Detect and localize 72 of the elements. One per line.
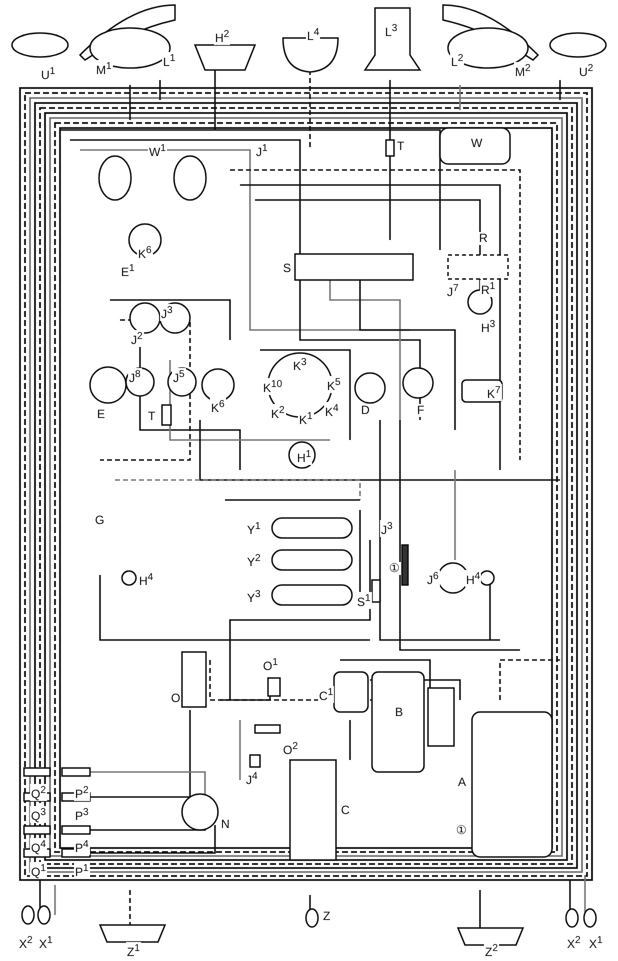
component-label: W: [470, 137, 484, 150]
component-label: X$^{1}$: [38, 934, 54, 951]
component-label: P$^{1}$: [74, 862, 90, 879]
component-label: E$^{1}$: [120, 262, 136, 279]
component-label: Z: [322, 910, 332, 923]
component-label: P$^{4}$: [74, 838, 90, 855]
component-label: H$^{4}$: [138, 571, 154, 588]
component-label: M$^{1}$: [95, 60, 113, 77]
component-label: ①: [455, 824, 468, 837]
component-label: S: [282, 262, 292, 275]
component-label: L$^{4}$: [306, 26, 320, 43]
component-label: Y$^{1}$: [246, 520, 262, 537]
component-label: J$^{5}$: [172, 368, 186, 385]
component-label: T: [147, 410, 156, 423]
component-label: N: [220, 818, 231, 831]
component-label: X$^{2}$: [566, 934, 582, 951]
component-label: K$^{10}$: [262, 378, 284, 395]
component-label: J$^{8}$: [128, 368, 142, 385]
component-label: P$^{3}$: [74, 806, 90, 823]
component-label: K$^{5}$: [326, 376, 342, 393]
component-label: O: [170, 692, 182, 705]
component-label: J$^{1}$: [255, 142, 269, 159]
component-label: K$^{6}$: [137, 244, 153, 261]
component-label: L$^{1}$: [162, 52, 176, 69]
component-label: K$^{6}$: [210, 398, 226, 415]
component-label: Y$^{3}$: [246, 588, 262, 605]
component-label: M$^{2}$: [514, 62, 532, 79]
component-label: Z$^{1}$: [126, 942, 141, 959]
component-label: H$^{2}$: [214, 28, 230, 45]
component-label: H$^{4}$: [465, 570, 482, 587]
component-label: Q$^{1}$: [30, 862, 47, 879]
component-label: A: [457, 776, 468, 789]
component-label: J$^{3}$: [380, 520, 394, 537]
component-label: R$^{1}$: [480, 280, 496, 297]
component-label: K$^{4}$: [324, 402, 340, 419]
component-label: Y$^{2}$: [246, 552, 262, 569]
component-label: O$^{2}$: [282, 740, 299, 757]
component-label: D: [360, 404, 371, 417]
component-label: L$^{3}$: [384, 22, 398, 39]
component-label: E: [96, 408, 106, 421]
component-label: J$^{6}$: [426, 570, 440, 587]
component-label: K$^{2}$: [270, 404, 286, 421]
component-label: J$^{3}$: [160, 304, 174, 321]
component-label: K$^{3}$: [292, 356, 308, 373]
component-label: J$^{7}$: [446, 282, 460, 299]
component-label: ①: [388, 562, 401, 575]
component-label: P$^{2}$: [74, 784, 90, 801]
component-label: X$^{2}$: [18, 934, 34, 951]
component-label: X$^{1}$: [588, 934, 604, 951]
component-label: Q$^{3}$: [30, 806, 47, 823]
component-label: S$^{1}$: [356, 592, 372, 609]
component-label: J$^{4}$: [245, 770, 259, 787]
component-label: Z$^{2}$: [484, 942, 499, 959]
component-label: C$^{1}$: [318, 686, 334, 703]
component-label: U$^{1}$: [40, 65, 56, 82]
component-label: W$^{1}$: [148, 142, 167, 159]
component-label: H$^{1}$: [296, 448, 312, 465]
component-label: U$^{2}$: [578, 62, 594, 79]
component-label: J$^{2}$: [130, 330, 144, 347]
component-label: T: [396, 140, 406, 153]
component-label: Q$^{2}$: [30, 784, 47, 801]
component-label: R: [478, 232, 489, 245]
component-label: O$^{1}$: [262, 656, 279, 673]
component-label: C: [340, 804, 351, 817]
component-label: K$^{1}$: [298, 410, 314, 427]
component-label: Q$^{4}$: [30, 838, 47, 855]
component-label: H$^{3}$: [480, 318, 496, 335]
component-label: G: [94, 514, 106, 527]
component-label: B: [394, 706, 404, 719]
component-label: K$^{7}$: [486, 384, 502, 401]
component-label: L$^{2}$: [450, 52, 464, 69]
component-label: F: [416, 404, 426, 417]
